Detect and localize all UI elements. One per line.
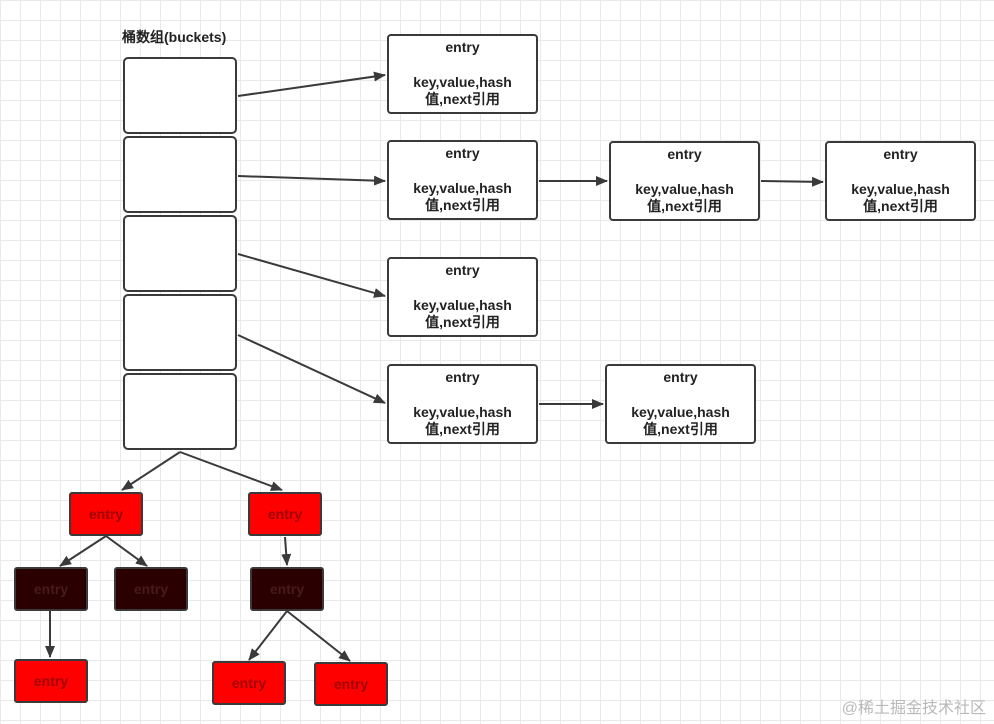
bucket-3 [123,215,237,292]
watermark: @稀土掘金技术社区 [841,700,986,717]
entry-box-7: entry key,value,hash 值,next引用 [605,364,756,444]
arrow-tree5-tree8 [286,610,351,662]
arrow-tree5-tree7 [248,610,288,661]
arrow-entry3-entry4 [760,176,824,187]
entry-title: entry [667,146,702,162]
bucket-1 [123,57,237,134]
entry-box-4: entry key,value,hash 值,next引用 [825,141,976,221]
tree-node-black: entry [250,567,324,611]
tree-node-black: entry [14,567,88,611]
entry-next-ref: 值,next引用 [425,197,500,213]
entry-title: entry [445,262,480,278]
tree-node-red: entry [14,659,88,703]
arrow-bucket5-tree2 [179,451,283,491]
entry-title: entry [883,146,918,162]
tree-node-black: entry [114,567,188,611]
entry-title: entry [445,39,480,55]
entry-box-5: entry key,value,hash 值,next引用 [387,257,538,337]
entry-fields: key,value,hash [413,74,512,90]
entry-box-2: entry key,value,hash 值,next引用 [387,140,538,220]
entry-next-ref: 值,next引用 [643,421,718,437]
arrow-bucket5-tree1 [121,451,181,491]
entry-next-ref: 值,next引用 [425,314,500,330]
tree-node-red: entry [69,492,143,536]
entry-title: entry [663,369,698,385]
entry-next-ref: 值,next引用 [863,198,938,214]
entry-fields: key,value,hash [413,180,512,196]
arrow-bucket1-entry1 [237,71,386,97]
entry-fields: key,value,hash [631,404,730,420]
entry-title: entry [445,369,480,385]
tree-node-red: entry [248,492,322,536]
arrow-bucket2-entry2 [237,175,386,186]
entry-fields: key,value,hash [635,181,734,197]
entry-title: entry [445,145,480,161]
bucket-4 [123,294,237,371]
arrow-tree2-tree5 [281,536,292,566]
arrow-bucket4-entry6 [237,334,386,404]
entry-box-3: entry key,value,hash 值,next引用 [609,141,760,221]
arrow-tree1-tree3 [59,535,107,567]
bucket-2 [123,136,237,213]
tree-node-red: entry [314,662,388,706]
entry-box-6: entry key,value,hash 值,next引用 [387,364,538,444]
entry-next-ref: 值,next引用 [425,91,500,107]
entry-fields: key,value,hash [413,404,512,420]
bucket-5 [123,373,237,450]
entry-next-ref: 值,next引用 [425,421,500,437]
tree-node-red: entry [212,661,286,705]
buckets-title: 桶数组(buckets) [122,29,227,45]
entry-fields: key,value,hash [851,181,950,197]
entry-fields: key,value,hash [413,297,512,313]
arrow-tree1-tree4 [105,535,148,567]
arrow-bucket3-entry5 [237,253,386,298]
entry-next-ref: 值,next引用 [647,198,722,214]
entry-box-1: entry key,value,hash 值,next引用 [387,34,538,114]
